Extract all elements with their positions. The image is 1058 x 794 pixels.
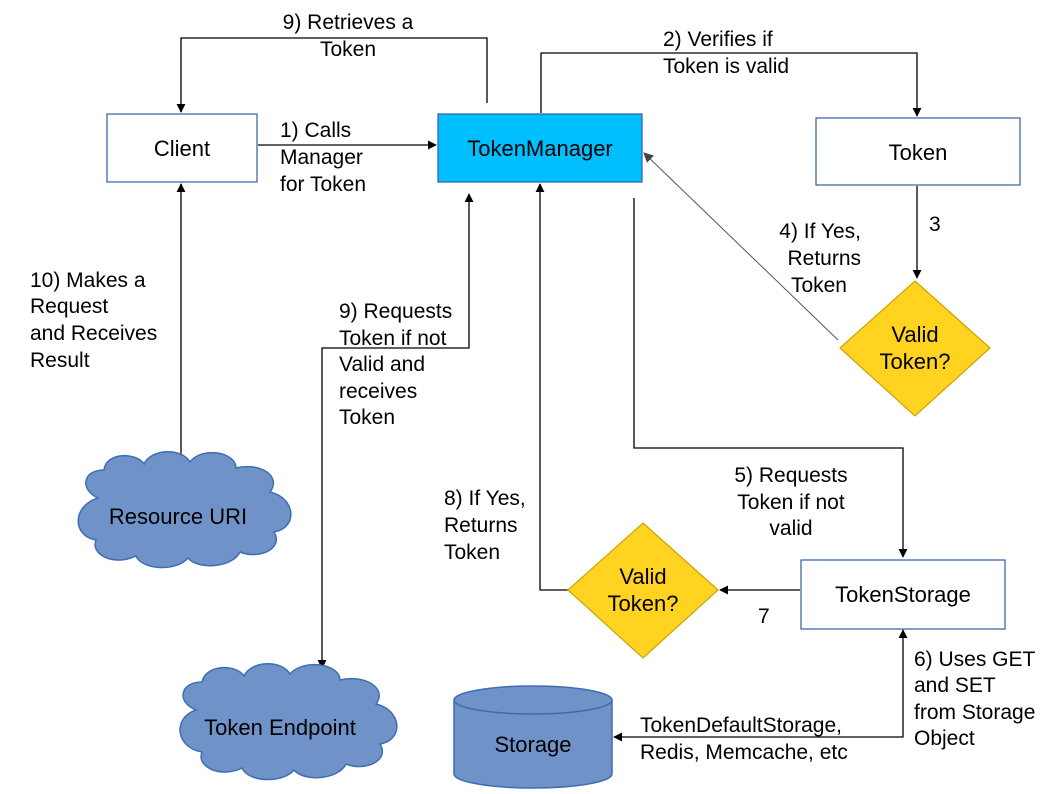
step2-line1: 2) Verifies if	[663, 28, 773, 51]
valid-token-top-line2: Token?	[880, 349, 951, 374]
valid-token-top-line1: Valid	[891, 322, 938, 347]
step6-line4: Object	[914, 727, 975, 750]
step9-retrieve-line1: 9) Retrieves a	[283, 11, 414, 34]
label-step6: 6) Uses GET and SET from Storage Object	[914, 648, 1036, 750]
label-step2: 2) Verifies if Token is valid	[663, 28, 789, 78]
storage-cylinder: Storage	[453, 685, 613, 789]
valid-token-bottom-line1: Valid	[619, 564, 666, 589]
resource-uri-cloud: Resource URI	[77, 451, 292, 569]
step9-request-line2: Token if not	[339, 327, 447, 350]
token-endpoint-cloud: Token Endpoint	[179, 663, 398, 781]
step6-line1: 6) Uses GET	[914, 648, 1036, 671]
step9-request-line5: Token	[339, 406, 395, 429]
client-label: Client	[154, 136, 210, 161]
token-manager-label: TokenManager	[467, 136, 613, 161]
token-node: Token	[815, 117, 1021, 186]
edge-token-endpoint	[317, 193, 474, 669]
valid-token-decision-bottom: Valid Token?	[567, 522, 719, 659]
label-step3: 3	[929, 213, 941, 236]
label-step9-request: 9) Requests Token if not Valid and recei…	[339, 300, 452, 429]
step10-line4: Result	[30, 349, 90, 372]
edge-returns-token-top	[643, 152, 839, 341]
edge-retrieve-token	[176, 37, 488, 113]
step9-request-line3: Valid and	[339, 353, 425, 376]
token-label: Token	[889, 140, 948, 165]
step4-line3: Token	[791, 274, 847, 297]
step5-line3: valid	[769, 517, 812, 540]
token-storage-node: TokenStorage	[800, 559, 1006, 630]
step4-line2: Returns	[787, 247, 861, 270]
edge-verifies-token	[540, 52, 922, 117]
token-manager-node: TokenManager	[437, 113, 643, 183]
label-step4: 4) If Yes, Returns Token	[779, 220, 861, 297]
step1-line1: 1) Calls	[280, 119, 351, 142]
step4-line1: 4) If Yes,	[779, 220, 861, 243]
client-node: Client	[106, 113, 258, 183]
step9-request-line4: receives	[339, 380, 417, 403]
step2-line2: Token is valid	[663, 55, 789, 78]
edge-storage-get-set	[613, 629, 908, 742]
valid-token-bottom-line2: Token?	[608, 591, 679, 616]
step8-line3: Token	[444, 541, 500, 564]
storage-types-line2: Redis, Memcache, etc	[640, 741, 848, 764]
step10-line3: and Receives	[30, 322, 157, 345]
label-step1: 1) Calls Manager for Token	[280, 119, 366, 196]
step9-request-line1: 9) Requests	[339, 300, 452, 323]
resource-uri-label: Resource URI	[109, 504, 247, 529]
storage-label: Storage	[494, 732, 571, 757]
step9-retrieve-line2: Token	[320, 38, 376, 61]
step5-line2: Token if not	[737, 491, 845, 514]
step10-line1: 10) Makes a	[30, 269, 146, 292]
label-step5: 5) Requests Token if not valid	[734, 464, 847, 540]
label-step8: 8) If Yes, Returns Token	[444, 487, 526, 564]
step1-line2: Manager	[280, 146, 363, 169]
step10-line2: Request	[30, 295, 108, 318]
label-step9-retrieve: 9) Retrieves a Token	[283, 11, 414, 61]
step5-line1: 5) Requests	[734, 464, 847, 487]
edge-returns-token-bottom	[535, 183, 568, 591]
valid-token-decision-top: Valid Token?	[839, 280, 991, 417]
label-storage-types: TokenDefaultStorage, Redis, Memcache, et…	[640, 714, 848, 764]
step1-line3: for Token	[280, 173, 366, 196]
step6-line3: from Storage	[914, 701, 1035, 724]
step6-line2: and SET	[914, 674, 996, 697]
step8-line2: Returns	[444, 514, 518, 537]
token-storage-label: TokenStorage	[835, 582, 971, 607]
step8-line1: 8) If Yes,	[444, 487, 526, 510]
storage-types-line1: TokenDefaultStorage,	[640, 714, 842, 737]
token-endpoint-label: Token Endpoint	[204, 715, 356, 740]
edge-requests-storage	[633, 198, 908, 558]
label-step7: 7	[758, 605, 770, 628]
label-step10: 10) Makes a Request and Receives Result	[30, 269, 157, 372]
